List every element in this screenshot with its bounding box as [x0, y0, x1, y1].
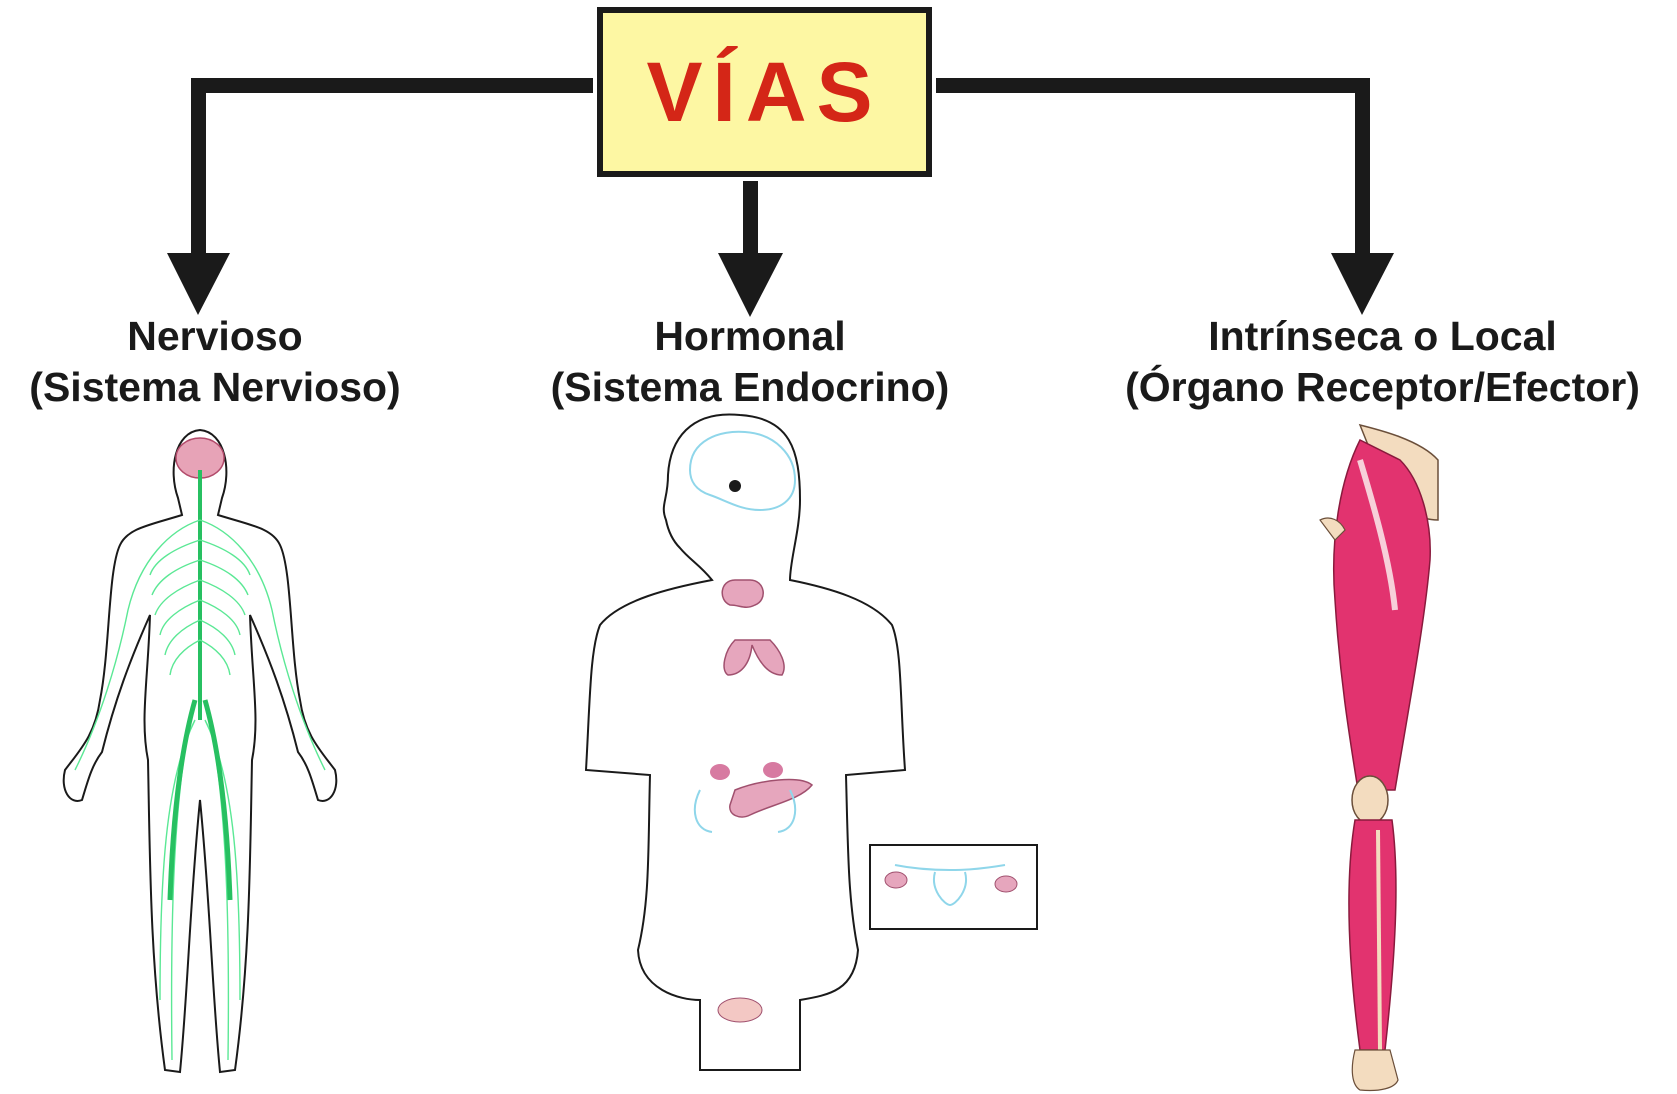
title: VÍAS: [646, 44, 882, 141]
branch-subtitle: (Sistema Nervioso): [5, 362, 425, 413]
branch-hormonal: Hormonal (Sistema Endocrino): [535, 311, 965, 413]
branch-name: Hormonal: [535, 311, 965, 362]
branch-name: Intrínseca o Local: [1095, 311, 1670, 362]
title-box: VÍAS: [597, 7, 932, 177]
endocrine-system-figure-icon: [586, 414, 1037, 1070]
branch-subtitle: (Órgano Receptor/Efector): [1095, 362, 1670, 413]
branch-intrinseca: Intrínseca o Local (Órgano Receptor/Efec…: [1095, 311, 1670, 413]
leg-muscle-figure-icon: [1320, 425, 1438, 1091]
branch-nervioso: Nervioso (Sistema Nervioso): [5, 311, 425, 413]
nervous-system-figure-icon: [64, 430, 337, 1072]
branch-name: Nervioso: [5, 311, 425, 362]
branch-subtitle: (Sistema Endocrino): [535, 362, 965, 413]
